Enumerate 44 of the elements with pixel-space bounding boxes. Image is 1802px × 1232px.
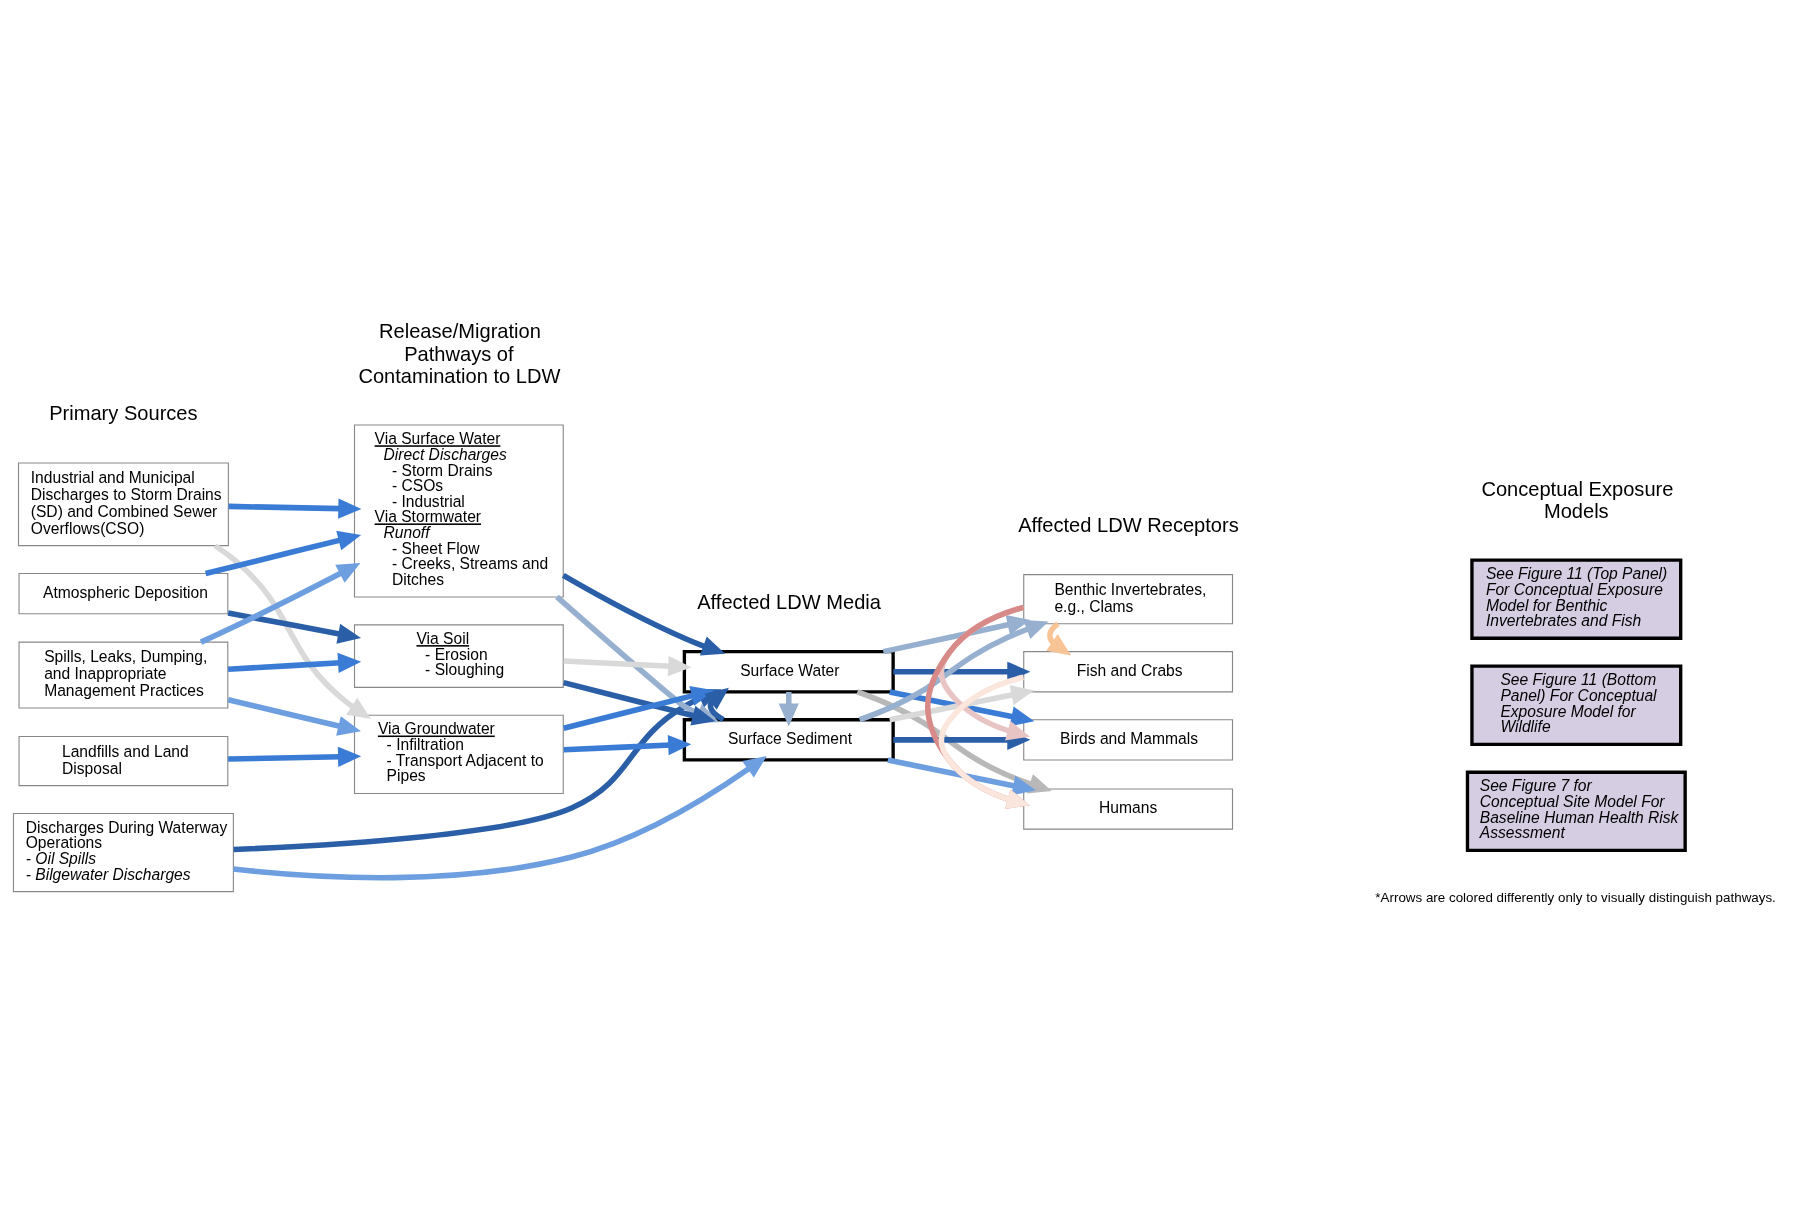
arrow: [1045, 621, 1071, 656]
arrow: [232, 755, 767, 880]
node-box: Via Surface Water Direct Discharges - Storm Drains - CSOs - Industrial Via Stormwater Runoff - Sheet Flow - Creeks, Streams and Ditches: [353, 424, 564, 597]
arrow: [227, 696, 361, 736]
arrow: [886, 756, 1036, 796]
arrow: [892, 661, 1030, 682]
arrow: [561, 572, 725, 656]
node-box: Via Soil - Erosion - Sloughing: [353, 623, 564, 688]
arrow: [703, 687, 729, 722]
arrow: [228, 498, 361, 519]
arrow: [855, 688, 1052, 793]
arrow: [858, 619, 1048, 722]
label: Release/Migration Pathways of Contamination to LDW: [357, 319, 560, 387]
label: Affected LDW Receptors: [1017, 513, 1239, 536]
label: Primary Sources: [48, 401, 198, 424]
node-box: See Figure 11 (Bottom Panel) For Conceptual Exposure Model for Wildlife: [1469, 664, 1682, 746]
node-box: Birds and Mammals: [1022, 718, 1233, 760]
node-box: See Figure 11 (Top Panel) For Conceptual Exposure Model for Benthic Invertebrates and Fish: [1469, 557, 1682, 640]
arrow: [562, 679, 715, 725]
node-box: Industrial and Municipal Discharges to Storm Drains (SD) and Combined Sewer Overflows(CSO): [17, 461, 229, 546]
arrow: [882, 614, 1030, 654]
node-box: Atmospheric Deposition: [18, 572, 228, 614]
arrow: [227, 652, 361, 673]
arrow: [199, 562, 360, 645]
node-box: Benthic Invertebrates, e.g., Clams: [1022, 573, 1233, 624]
arrow: [227, 746, 361, 767]
node-box: Via Groundwater - Infiltration - Transport Adjacent to Pipes: [353, 714, 564, 794]
arrow: [227, 609, 361, 644]
node-box: Landfills and Land Disposal: [18, 735, 228, 786]
label: *Arrows are colored differently only to visually distinguish pathways.: [1374, 889, 1776, 905]
arrow: [204, 530, 361, 576]
node-box: Spills, Leaks, Dumping, and Inappropriate Management Practices: [18, 641, 228, 709]
arrow: [563, 655, 691, 676]
node-box: Discharges During Waterway Operations - Oil Spills - Bilgewater Discharges: [12, 812, 234, 892]
node-box: Fish and Crabs: [1022, 650, 1233, 692]
label: Conceptual Exposure Models: [1480, 477, 1673, 522]
node-box: Humans: [1022, 787, 1233, 830]
label: Affected LDW Media: [696, 590, 881, 613]
node-box: See Figure 7 for Conceptual Site Model For Baseline Human Health Risk Assessment: [1465, 770, 1687, 852]
node-box: Surface Sediment: [682, 717, 895, 762]
arrow: [562, 685, 714, 731]
node-box: Surface Water: [682, 649, 895, 694]
arrow: [212, 542, 371, 719]
arrow: [563, 734, 691, 755]
